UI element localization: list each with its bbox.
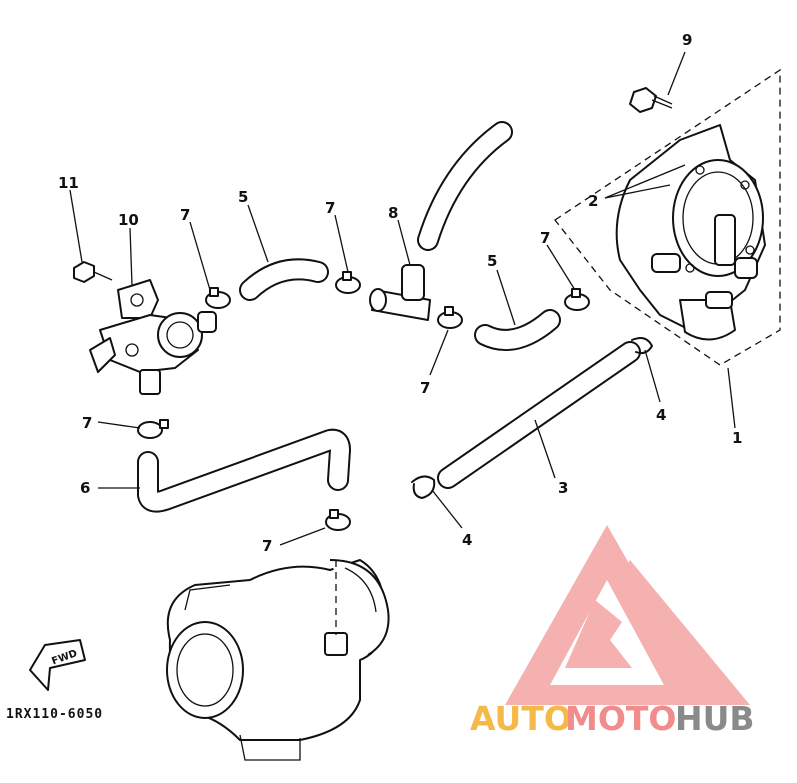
- callout-3: 3: [558, 479, 568, 497]
- clip-7-d: [564, 288, 590, 311]
- fuel-cock: [89, 279, 217, 395]
- callout-10: 10: [118, 211, 139, 229]
- clamp-4-lower: [411, 475, 436, 499]
- clip-7-a: [205, 287, 231, 309]
- callout-7-b: 7: [325, 199, 335, 217]
- watermark-moto: MOTO: [565, 699, 676, 738]
- clip-7-f: [325, 509, 351, 531]
- callout-1: 1: [732, 429, 742, 447]
- callout-7-c: 7: [420, 379, 430, 397]
- watermark-hub: HUB: [675, 699, 755, 738]
- callout-6: 6: [80, 479, 90, 497]
- clamp-4-upper: [631, 337, 653, 355]
- hose-5-left: [239, 258, 329, 301]
- bolt-9: [629, 87, 673, 113]
- callout-7-e: 7: [82, 414, 92, 432]
- callout-7-d: 7: [540, 229, 550, 247]
- fuel-pump: [554, 68, 781, 366]
- hose-5-right: [474, 309, 561, 351]
- hose-3: [437, 341, 641, 489]
- t-joint-8: [369, 264, 431, 321]
- callout-2: 2: [588, 192, 598, 210]
- clip-7-e: [137, 419, 169, 439]
- callout-7-f: 7: [262, 537, 272, 555]
- callout-5-a: 5: [238, 188, 248, 206]
- vent-hose: [417, 121, 513, 251]
- callout-9: 9: [682, 31, 692, 49]
- watermark-auto: AUTO: [470, 699, 572, 738]
- clip-7-b: [335, 271, 361, 294]
- callout-8: 8: [388, 204, 398, 222]
- callout-7-a: 7: [180, 206, 190, 224]
- callout-11: 11: [58, 174, 79, 192]
- leader-lines: [69, 51, 736, 546]
- callout-4-a: 4: [656, 406, 666, 424]
- watermark-logo: [505, 525, 750, 705]
- hose-6: [137, 428, 351, 513]
- bolt-11: [73, 261, 113, 283]
- fwd-arrow: [29, 639, 86, 691]
- callout-5-b: 5: [487, 252, 497, 270]
- clip-7-c: [437, 306, 463, 329]
- carburetor: [166, 559, 390, 761]
- callout-4-b: 4: [462, 531, 472, 549]
- diagram-code: 1RX110-6050: [6, 707, 103, 722]
